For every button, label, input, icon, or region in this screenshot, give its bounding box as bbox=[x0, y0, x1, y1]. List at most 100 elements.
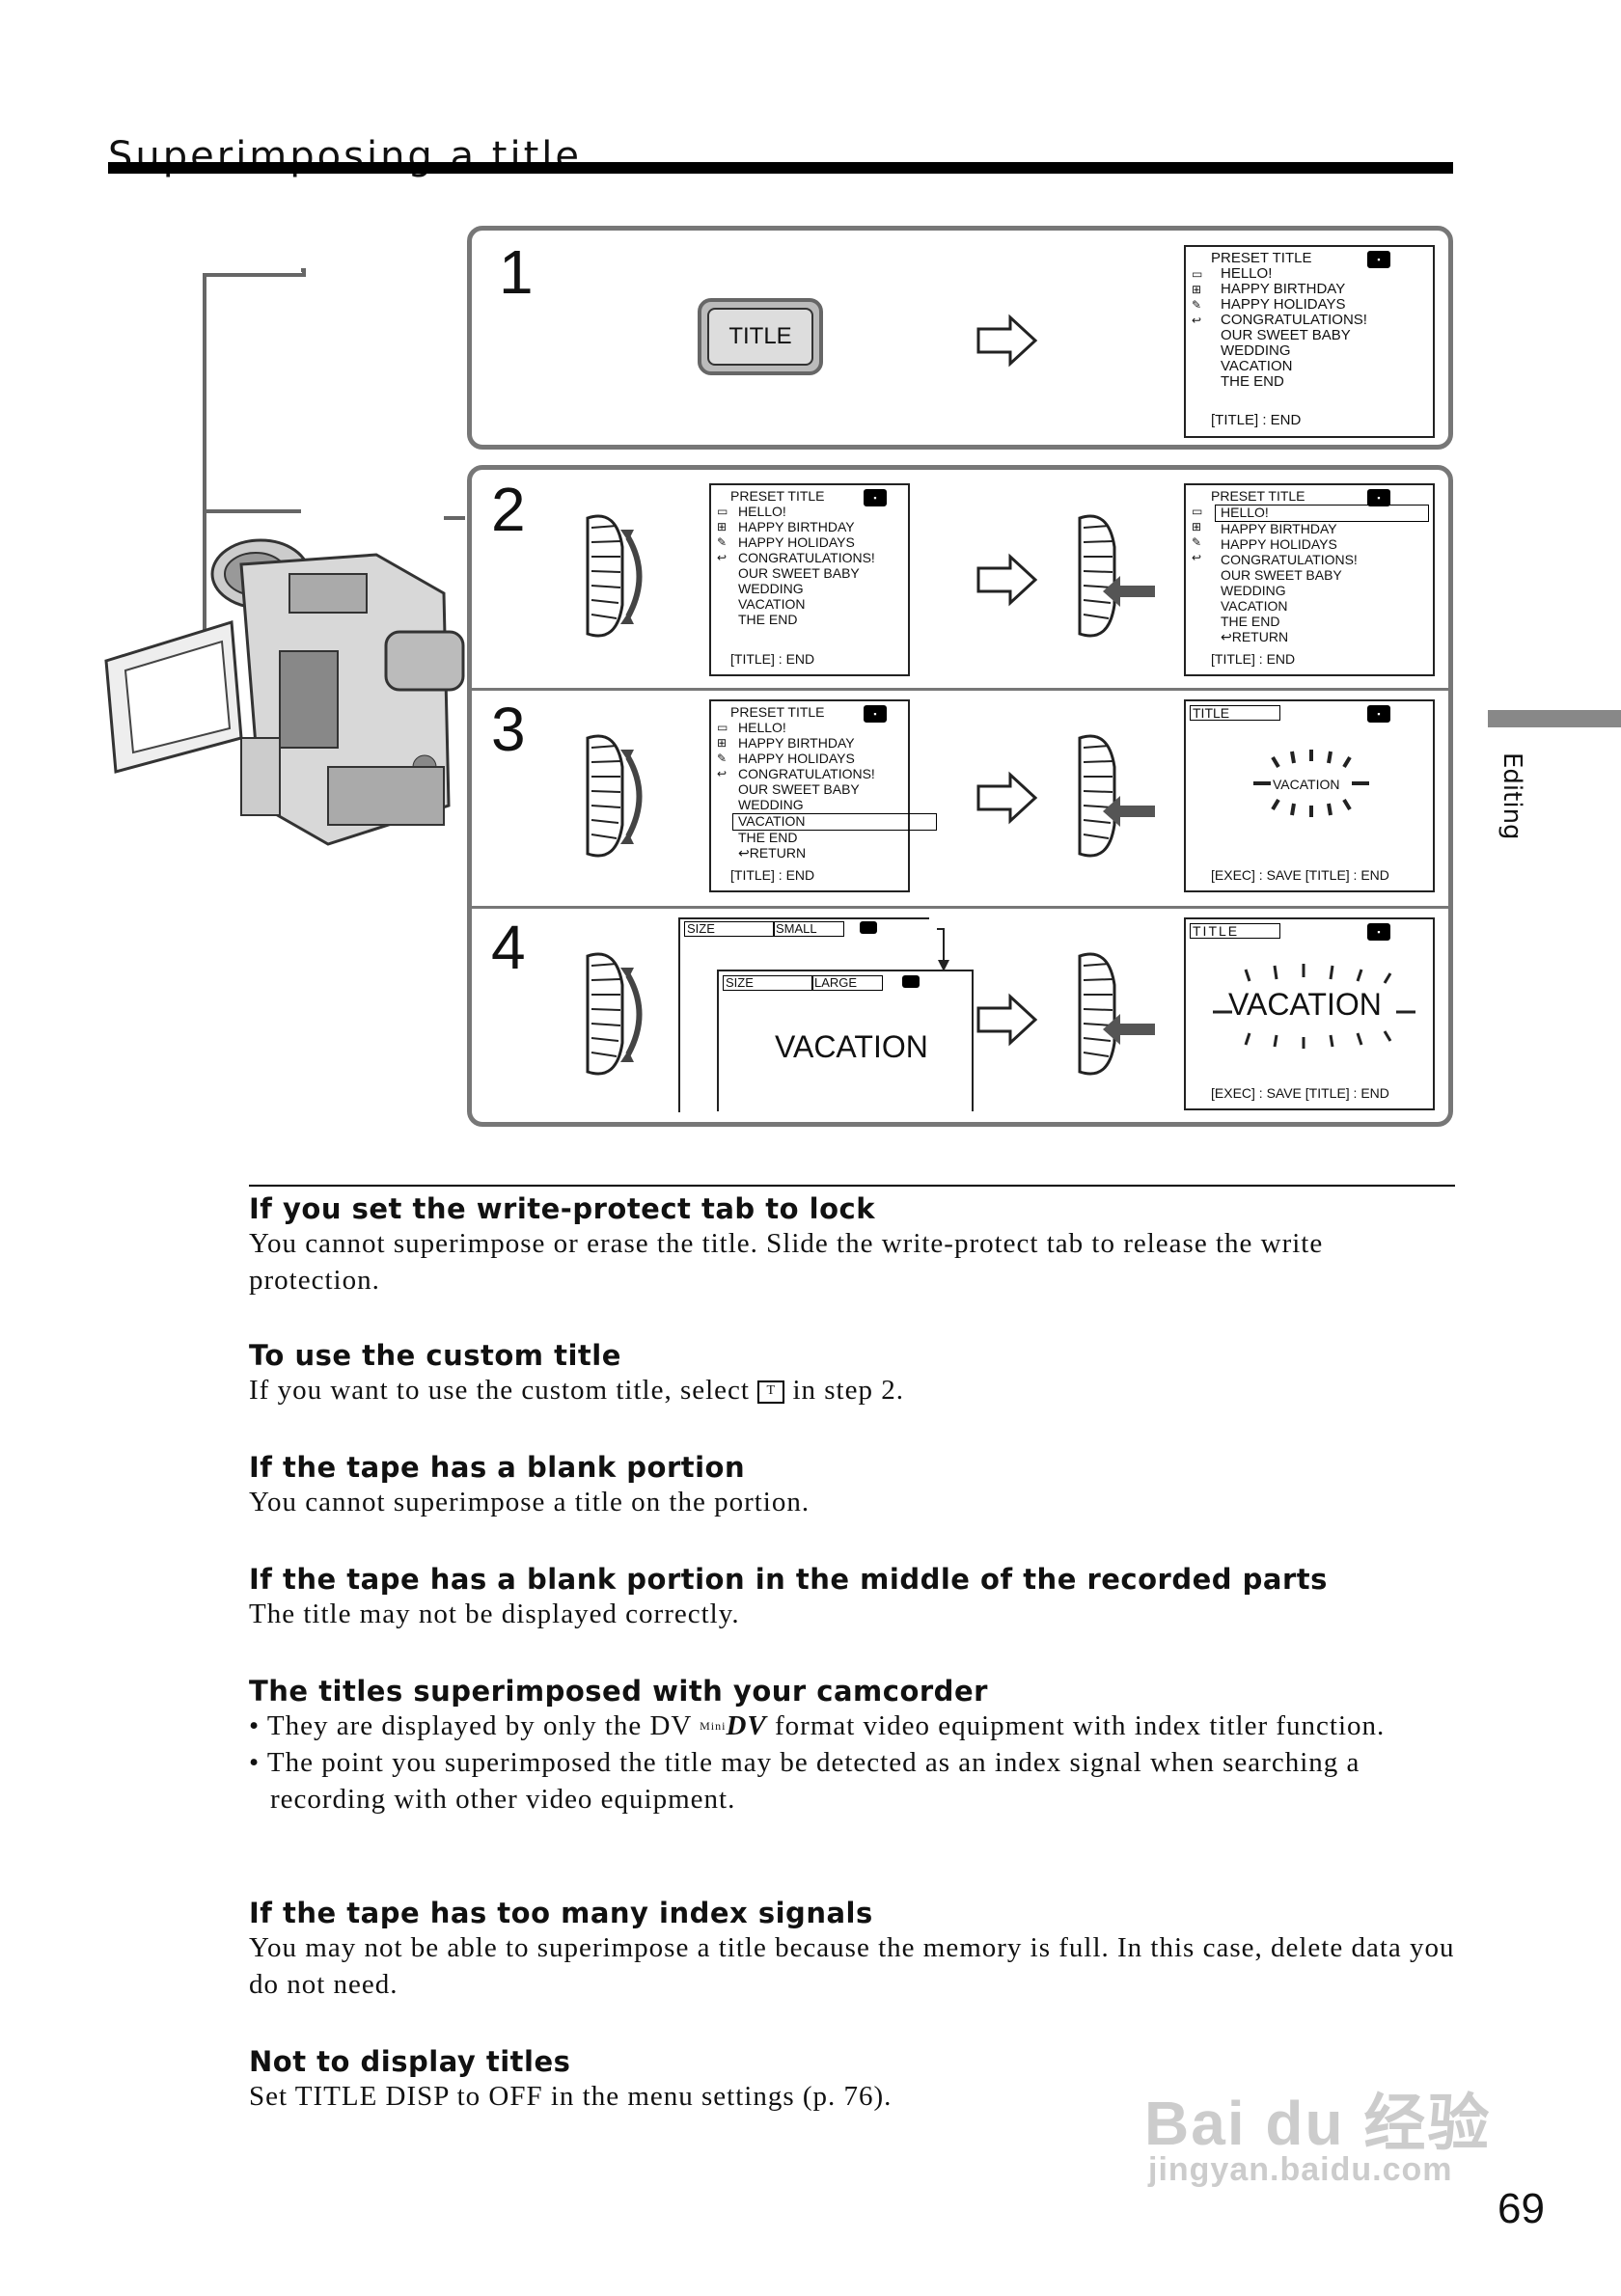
menu-header: PRESET TITLE bbox=[1211, 250, 1312, 266]
menu-item[interactable]: THE END bbox=[738, 830, 798, 845]
menu-item[interactable]: HAPPY BIRTHDAY bbox=[738, 519, 855, 534]
step-number: 4 bbox=[491, 913, 526, 982]
section-heading: To use the custom title bbox=[249, 1339, 621, 1372]
menu-item[interactable]: HAPPY BIRTHDAY bbox=[1221, 281, 1346, 297]
section-body: You cannot superimpose or erase the titl… bbox=[249, 1228, 1324, 1296]
section-heading: The titles superimposed with your camcor… bbox=[249, 1675, 988, 1708]
section-write-protect: If you set the write-protect tab to lock… bbox=[249, 1192, 1455, 1298]
menu-item[interactable]: WEDDING bbox=[1221, 583, 1286, 598]
tape-icon: ▪ bbox=[1367, 923, 1390, 941]
menu-item[interactable]: OUR SWEET BABY bbox=[1221, 567, 1342, 583]
menu-item[interactable]: HAPPY BIRTHDAY bbox=[738, 735, 855, 751]
menu-footer: [TITLE] : END bbox=[1211, 412, 1302, 428]
menu-item[interactable]: VACATION bbox=[738, 596, 806, 612]
menu-item[interactable]: HAPPY HOLIDAYS bbox=[738, 534, 855, 550]
menu-icons: ▭⊞✎↩ bbox=[1192, 267, 1203, 327]
menu-item[interactable]: THE END bbox=[1221, 373, 1284, 390]
section-heading: Not to display titles bbox=[249, 2045, 571, 2078]
dial-press-icon bbox=[1078, 514, 1155, 638]
step-number: 2 bbox=[491, 475, 526, 544]
menu-footer: [TITLE] : END bbox=[1211, 650, 1296, 667]
menu-item-selected[interactable]: VACATION bbox=[732, 813, 937, 831]
section-heading: If the tape has too many index signals bbox=[249, 1897, 873, 1929]
size-small-screen: SIZE SMALL bbox=[678, 917, 949, 1112]
size-label: SIZE bbox=[684, 921, 775, 937]
menu-item[interactable]: CONGRATULATIONS! bbox=[1221, 312, 1367, 328]
dial-rotate-icon bbox=[586, 514, 643, 638]
arrow-right-icon bbox=[976, 771, 1038, 825]
tape-icon: ▪ bbox=[1367, 705, 1390, 723]
menu-item-return[interactable]: ↩RETURN bbox=[1221, 629, 1289, 644]
menu-item[interactable]: VACATION bbox=[1221, 598, 1288, 614]
menu-footer: [TITLE] : END bbox=[730, 866, 815, 883]
section-body: You cannot superimpose a title on the po… bbox=[249, 1487, 810, 1517]
size-label: SIZE bbox=[723, 975, 813, 991]
side-tab bbox=[1488, 710, 1621, 727]
section-heading: If the tape has a blank portion in the m… bbox=[249, 1563, 1328, 1596]
menu-item[interactable]: CONGRATULATIONS! bbox=[1221, 552, 1358, 567]
menu-item[interactable]: THE END bbox=[1221, 614, 1280, 629]
step-panels-2-4: 2 PRESET TITLE ▪ ▭⊞✎↩ HELLO! HAPPY BIRTH… bbox=[467, 465, 1453, 1127]
step-number: 1 bbox=[499, 237, 534, 307]
menu-item[interactable]: WEDDING bbox=[738, 581, 804, 596]
menu-item[interactable]: CONGRATULATIONS! bbox=[738, 550, 875, 565]
section-index-signals: If the tape has too many index signals Y… bbox=[249, 1897, 1455, 2003]
vacation-text-large: VACATION bbox=[1228, 987, 1382, 1022]
menu-item[interactable]: HAPPY HOLIDAYS bbox=[1221, 296, 1346, 313]
menu-icons: ▭⊞✎↩ bbox=[717, 721, 728, 780]
menu-item-selected[interactable]: HELLO! bbox=[1215, 505, 1429, 522]
dial-press-icon bbox=[1078, 734, 1155, 858]
size-large-screen: SIZE LARGE VACATION bbox=[717, 970, 974, 1111]
section-custom-title: To use the custom title If you want to u… bbox=[249, 1339, 1455, 1408]
arrow-right-icon bbox=[976, 314, 1038, 368]
size-value-large: LARGE bbox=[811, 975, 883, 991]
flash-rays-icon bbox=[1213, 964, 1415, 1049]
menu-item[interactable]: WEDDING bbox=[1221, 342, 1291, 359]
menu-list: HELLO! HAPPY BIRTHDAY HAPPY HOLIDAYS CON… bbox=[732, 720, 937, 861]
section-blank-middle: If the tape has a blank portion in the m… bbox=[249, 1563, 1455, 1632]
menu-list: HELLO! HAPPY BIRTHDAY HAPPY HOLIDAYS CON… bbox=[1215, 505, 1429, 645]
menu-item[interactable]: HAPPY HOLIDAYS bbox=[738, 751, 855, 766]
menu-item[interactable]: VACATION bbox=[1221, 358, 1293, 374]
tape-icon bbox=[902, 975, 920, 988]
menu-item[interactable]: CONGRATULATIONS! bbox=[738, 766, 875, 781]
menu-item[interactable]: OUR SWEET BABY bbox=[1221, 327, 1351, 343]
menu-screen: PRESET TITLE ▪ ▭⊞✎↩ HELLO! HAPPY BIRTHDA… bbox=[1184, 245, 1435, 438]
menu-item[interactable]: WEDDING bbox=[738, 797, 804, 812]
section-heading: If you set the write-protect tab to lock bbox=[249, 1192, 876, 1225]
side-label: Editing bbox=[1497, 752, 1526, 840]
menu-item[interactable]: HAPPY BIRTHDAY bbox=[1221, 521, 1337, 536]
tape-icon: ▪ bbox=[1367, 251, 1390, 268]
title-button[interactable]: TITLE bbox=[698, 298, 823, 375]
menu-item[interactable]: OUR SWEET BABY bbox=[738, 781, 860, 797]
minidv-logo-text: DV bbox=[726, 1710, 767, 1741]
tape-icon bbox=[860, 921, 877, 934]
menu-header: PRESET TITLE bbox=[730, 704, 825, 720]
camcorder-illustration bbox=[104, 268, 465, 846]
menu-item-return[interactable]: ↩RETURN bbox=[738, 845, 807, 861]
leader-line-1 bbox=[203, 268, 306, 728]
step-panel-1: 1 TITLE PRESET TITLE ▪ ▭⊞✎↩ HELLO! HAPPY… bbox=[467, 226, 1453, 450]
menu-screen: PRESET TITLE ▪ ▭⊞✎↩ HELLO! HAPPY BIRTHDA… bbox=[709, 699, 937, 892]
section-body: If you want to use the custom title, sel… bbox=[249, 1375, 904, 1406]
title-preview-screen: TITLE ▪ VACATION [EXEC] : SAVE [TITLE] :… bbox=[1184, 917, 1435, 1110]
dial-press-icon bbox=[1078, 952, 1155, 1076]
title-button-label: TITLE bbox=[707, 308, 813, 366]
menu-item[interactable]: HELLO! bbox=[738, 504, 786, 519]
menu-item[interactable]: HELLO! bbox=[738, 720, 786, 735]
menu-item[interactable]: OUR SWEET BABY bbox=[738, 565, 860, 581]
tape-icon: ▪ bbox=[864, 489, 887, 506]
tape-icon: ▪ bbox=[1367, 489, 1390, 506]
menu-list: HELLO! HAPPY BIRTHDAY HAPPY HOLIDAYS CON… bbox=[1221, 266, 1367, 390]
menu-item[interactable]: HAPPY HOLIDAYS bbox=[1221, 536, 1337, 552]
section-body: You may not be able to superimpose a tit… bbox=[249, 1932, 1455, 2000]
arrow-right-icon bbox=[976, 993, 1038, 1047]
flash-rays-icon bbox=[1253, 750, 1369, 817]
menu-icons: ▭⊞✎↩ bbox=[717, 505, 728, 564]
menu-item[interactable]: HELLO! bbox=[1221, 265, 1273, 282]
dial-rotate-icon bbox=[586, 734, 643, 858]
menu-footer: [TITLE] : END bbox=[730, 650, 815, 667]
menu-screen: PRESET TITLE ▪ ▭⊞✎↩ HELLO! HAPPY BIRTHDA… bbox=[709, 483, 910, 676]
vacation-text-small: VACATION bbox=[1273, 777, 1340, 792]
menu-item[interactable]: THE END bbox=[738, 612, 798, 627]
